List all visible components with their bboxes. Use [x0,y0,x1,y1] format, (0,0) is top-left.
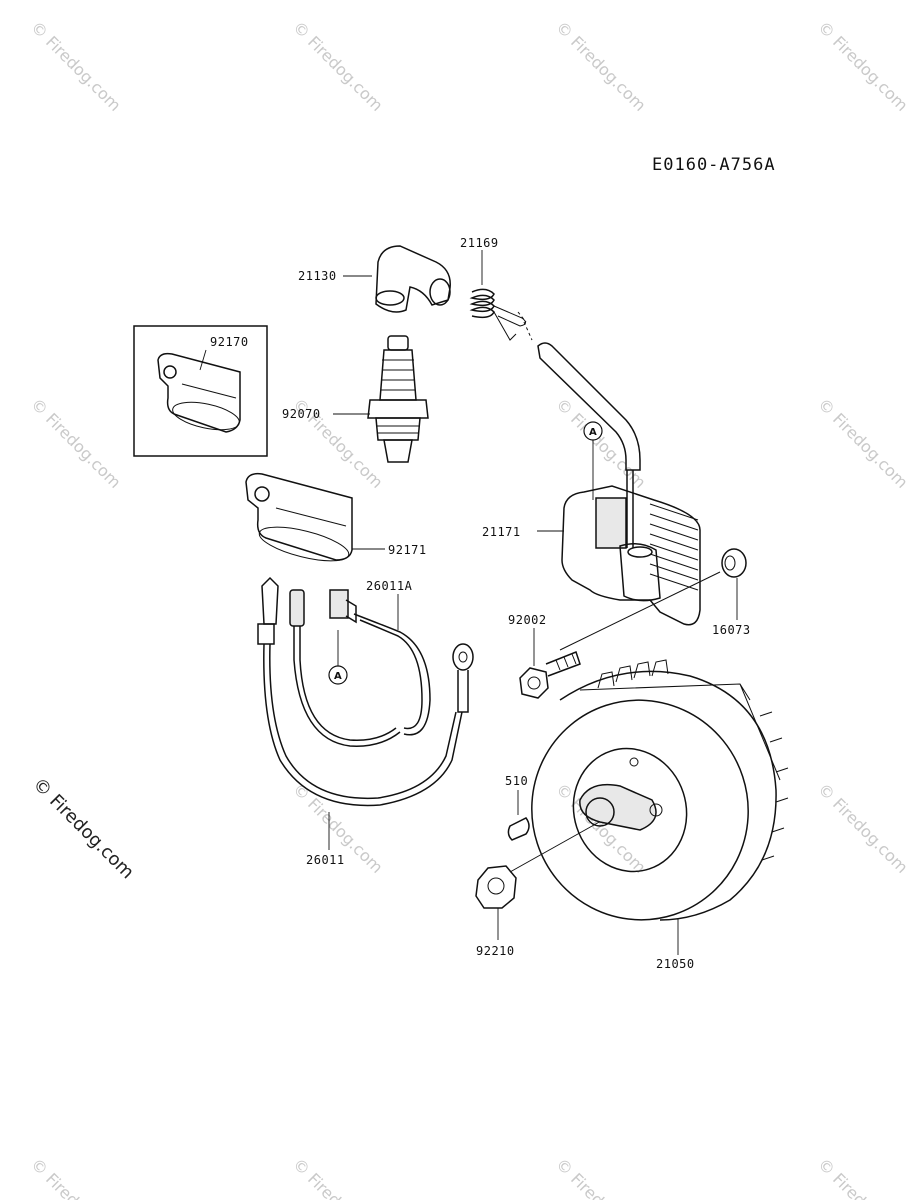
watermark-tile: © Firedog.com [27,1154,125,1200]
spring [469,250,527,341]
label-92210: 92210 [476,944,515,958]
label-92070: 92070 [282,407,321,421]
ignition-coil [537,485,701,626]
label-92171: 92171 [388,543,427,557]
grommet-strap [245,472,385,562]
watermark-tile: © Firedog.com [814,17,912,115]
bolt [519,628,581,699]
label-21169: 21169 [460,236,499,250]
watermark-tile: © Firedog.com [814,1154,912,1200]
spacer-collar [559,548,747,651]
ground-lead [329,589,431,736]
diagram-code: E0160-A756A [652,155,776,175]
svg-text:A: A [589,427,597,438]
svg-text:A: A [334,671,342,682]
watermark-tile: © Firedog.com [552,394,650,492]
label-92002: 92002 [508,613,547,627]
boxed-inset [133,325,268,457]
flywheel-nut [475,815,611,940]
label-510: 510 [505,774,528,788]
spark-plug-cap [343,245,451,313]
label-92170: 92170 [210,335,249,349]
watermark-tile: © Firedog.com [814,394,912,492]
label-26011A: 26011A [366,579,413,593]
watermark-tile: © Firedog.com [27,17,125,115]
label-16073: 16073 [712,623,751,637]
woodruff-key [507,790,530,841]
label-21130: 21130 [298,269,337,283]
watermark-tiles: © Firedog.com © Firedog.com © Firedog.co… [27,17,912,1200]
high-tension-lead [523,321,641,548]
watermark-tile: © Firedog.com [27,394,125,492]
ref-marker-a-bottom: A [328,630,348,685]
label-21050: 21050 [656,957,695,971]
watermark-tile: © Firedog.com [552,1154,650,1200]
ref-marker-a-top: A [583,421,603,500]
watermark-tile: © Firedog.com [289,1154,387,1200]
watermark-tile: © Firedog.com [552,17,650,115]
label-26011: 26011 [306,853,345,867]
wiring-harness [257,576,474,850]
label-21171: 21171 [482,525,521,539]
flywheel [531,659,789,955]
spark-plug [333,335,429,463]
watermark-tile: © Firedog.com [814,779,912,877]
watermark-tile: © Firedog.com [289,17,387,115]
watermark-main: © Firedog.com [28,774,138,884]
